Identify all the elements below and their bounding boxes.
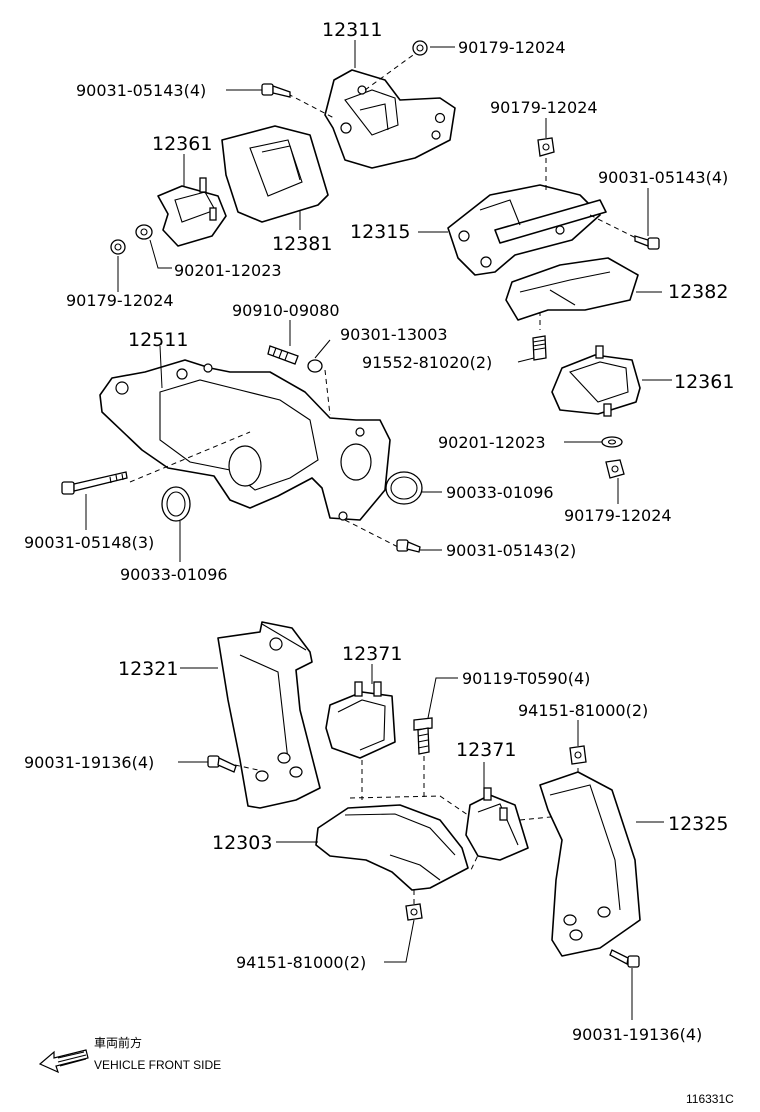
figure-id: 116331C (686, 1092, 734, 1106)
oring-90301 (307, 359, 323, 373)
part-12311-bracket (324, 69, 456, 169)
front-note-english: VEHICLE FRONT SIDE (94, 1058, 221, 1072)
nut-90179-left (110, 239, 126, 255)
bolt-90031-19136-left (207, 755, 237, 773)
vehicle-front-indicator: 車両前方 VEHICLE FRONT SIDE (38, 1035, 221, 1074)
nut-94151-upper (569, 745, 587, 765)
label-90031-05143-2: 90031-05143(2) (446, 541, 576, 560)
nut-90179-right (537, 137, 555, 157)
label-90033-01096-b: 90033-01096 (120, 565, 228, 584)
label-12361-a: 12361 (152, 133, 212, 155)
label-90201-12023-a: 90201-12023 (174, 261, 282, 280)
label-94151-81000-2-a: 94151-81000(2) (518, 701, 648, 720)
nut-90179-top (412, 40, 428, 56)
label-90201-12023-b: 90201-12023 (438, 433, 546, 452)
part-12371-mount-upper (325, 681, 396, 759)
front-note-japanese: 車両前方 (94, 1035, 142, 1050)
label-91552-81020-2: 91552-81020(2) (362, 353, 492, 372)
part-12303-crossmember (315, 795, 491, 891)
label-90179-12024-a: 90179-12024 (458, 38, 566, 57)
label-12325: 12325 (668, 813, 728, 835)
label-90301-13003: 90301-13003 (340, 325, 448, 344)
part-12321-bracket (217, 621, 321, 809)
bolt-90031-05143-right (634, 235, 660, 250)
part-12361-insulator-right (551, 345, 641, 417)
label-12311: 12311 (322, 19, 382, 41)
label-90179-12024-d: 90179-12024 (564, 506, 672, 525)
part-12315-bracket (447, 184, 607, 276)
label-90033-01096-a: 90033-01096 (446, 483, 554, 502)
part-12325-bracket (539, 771, 641, 957)
label-90031-19136-4-b: 90031-19136(4) (572, 1025, 702, 1044)
nut-94151-lower (405, 903, 423, 921)
bolt-90031-05148 (61, 471, 128, 495)
label-90179-12024-c: 90179-12024 (66, 291, 174, 310)
nut-90179-lower-right (605, 459, 625, 479)
label-12381: 12381 (272, 233, 332, 255)
label-12371-a: 12371 (342, 643, 402, 665)
part-12361-insulator-left (157, 177, 227, 247)
part-12382-cover (505, 257, 639, 321)
label-12371-b: 12371 (456, 739, 516, 761)
label-90031-05148-3: 90031-05148(3) (24, 533, 154, 552)
label-12382: 12382 (668, 281, 728, 303)
label-12303: 12303 (212, 832, 272, 854)
bolt-90119 (413, 717, 433, 755)
label-94151-81000-2-b: 94151-81000(2) (236, 953, 366, 972)
label-12361-b: 12361 (674, 371, 734, 393)
oring-90033-right (385, 471, 423, 505)
label-90031-05143-4-b: 90031-05143(4) (598, 168, 728, 187)
label-90910-09080: 90910-09080 (232, 301, 340, 320)
label-12321: 12321 (118, 658, 178, 680)
bolt-90031-05143-lower (396, 539, 421, 553)
washer-90201-left (135, 224, 153, 240)
part-number-labels: 12311 90179-12024 90031-05143(4) 12361 9… (24, 19, 734, 1044)
part-12381-cover (221, 125, 329, 223)
label-90031-19136-4-a: 90031-19136(4) (24, 753, 154, 772)
leader-lines (85, 40, 672, 1020)
plug-90910 (267, 345, 299, 365)
label-90179-12024-b: 90179-12024 (490, 98, 598, 117)
stud-91552 (532, 335, 547, 361)
label-90031-05143-4-a: 90031-05143(4) (76, 81, 206, 100)
bolt-90031-05143-left (261, 83, 291, 98)
label-90119-t0590-4: 90119-T0590(4) (462, 669, 590, 688)
washer-90201-right (601, 436, 623, 448)
bolt-90031-19136-right (609, 949, 640, 968)
oring-90033-left (161, 486, 191, 522)
front-arrow-icon (38, 1049, 89, 1074)
part-12371-mount-lower (465, 787, 529, 861)
part-12511-mount-bracket (99, 359, 391, 521)
label-12511: 12511 (128, 329, 188, 351)
label-12315: 12315 (350, 221, 410, 243)
